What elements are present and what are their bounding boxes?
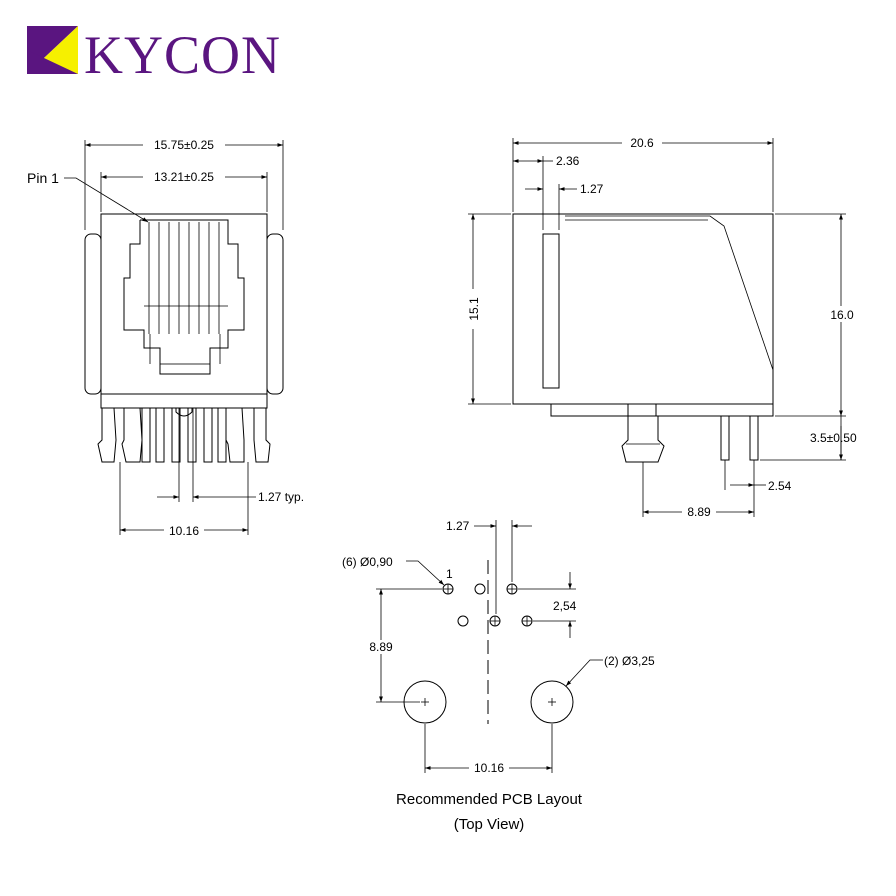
front-post-spacing: 10.16 bbox=[169, 524, 199, 538]
front-pitch: 1.27 typ. bbox=[258, 490, 304, 504]
logo-mark-lower bbox=[27, 50, 78, 74]
pcb-post-spacing: 10.16 bbox=[474, 761, 504, 775]
pcb-layout: 1.27 (6) Ø0,90 1 2,54 8.89 (2) Ø3,25 10.… bbox=[342, 519, 655, 833]
side-offset-a: 2.36 bbox=[556, 154, 580, 168]
side-depth: 20.6 bbox=[630, 136, 654, 150]
side-view: 20.6 2.36 1.27 15.1 16.0 3.5±0.50 2 bbox=[466, 136, 858, 519]
front-width-overall: 15.75±0.25 bbox=[154, 138, 214, 152]
pin1-label: Pin 1 bbox=[27, 170, 59, 186]
side-offset-b: 1.27 bbox=[580, 182, 604, 196]
front-view: 15.75±0.25 13.21±0.25 Pin 1 1.27 typ. 10… bbox=[27, 137, 304, 538]
side-height-body: 15.1 bbox=[467, 297, 481, 321]
pcb-row-spacing: 2,54 bbox=[553, 599, 577, 613]
pcb-caption-line2: (Top View) bbox=[454, 816, 525, 833]
side-post-offset: 8.89 bbox=[687, 505, 711, 519]
side-pin-row: 2.54 bbox=[768, 479, 792, 493]
pcb-post-offset: 8.89 bbox=[369, 640, 393, 654]
contact-fingers bbox=[144, 222, 228, 375]
pcb-pin1-marker: 1 bbox=[446, 567, 453, 581]
pcb-large-holes: (2) Ø3,25 bbox=[604, 654, 655, 668]
pcb-caption-line1: Recommended PCB Layout bbox=[396, 791, 583, 808]
logo-wordmark: KYCON bbox=[84, 25, 281, 85]
kycon-logo: KYCON bbox=[27, 25, 281, 85]
pcb-pitch-x: 1.27 bbox=[446, 519, 470, 533]
side-pin-length: 3.5±0.50 bbox=[810, 431, 857, 445]
pcb-small-holes: (6) Ø0,90 bbox=[342, 555, 393, 569]
front-width-opening: 13.21±0.25 bbox=[154, 170, 214, 184]
side-height-total: 16.0 bbox=[830, 308, 854, 322]
small-holes bbox=[442, 583, 533, 627]
front-pins bbox=[97, 407, 271, 463]
